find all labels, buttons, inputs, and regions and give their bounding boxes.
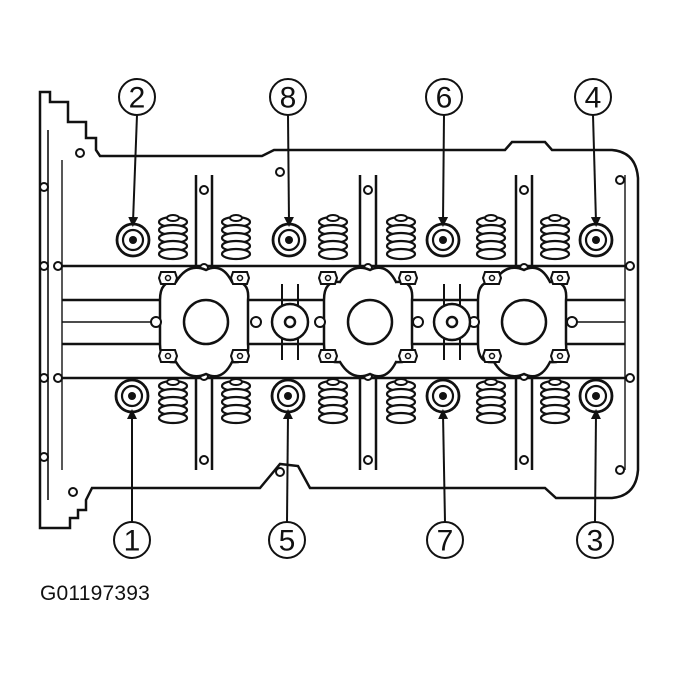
valve-spring [385,214,417,261]
valve-spring [157,378,189,425]
valve-spring [220,214,252,261]
valve-spring [475,214,507,261]
leader-arrow [438,114,449,227]
head-bolt [271,222,307,258]
valve-spring [317,214,349,261]
head-bolt [270,378,306,414]
head-bolt [425,378,461,414]
leader-arrow [590,114,601,227]
head-bolt [114,378,150,414]
callout-2: 2 [118,78,156,116]
callout-7-label: 7 [437,525,454,558]
valve-spring [157,214,189,261]
leader-arrow [438,409,449,523]
callout-leaders [127,114,601,523]
valve-spring [220,378,252,425]
figure-id: G01197393 [40,582,151,605]
callout-3: 3 [576,521,614,559]
valve-spring [317,378,349,425]
bearing-side-holes [150,316,578,328]
head-bolt [115,222,151,258]
callout-1: 1 [113,521,151,559]
side-holes [39,148,635,497]
cap-bolts [157,271,571,363]
callout-4: 4 [574,78,612,116]
leader-arrow [282,409,293,523]
callout-6-label: 6 [436,82,453,115]
head-bolt [578,378,614,414]
head-bolt [578,222,614,258]
head-bolt [425,222,461,258]
leader-arrow [283,114,294,227]
callouts-top: 2 8 6 4 [118,78,612,116]
callout-5: 5 [268,521,306,559]
callout-6: 6 [425,78,463,116]
head-outline [38,90,640,530]
callout-4-label: 4 [585,82,602,115]
leader-arrow [590,409,601,523]
callout-1-label: 1 [124,525,141,558]
callout-3-label: 3 [587,525,604,558]
plug-bosses [270,284,472,360]
valve-spring [385,378,417,425]
callout-8-label: 8 [280,82,297,115]
callouts-bottom: 1 5 7 3 [113,521,614,559]
leader-arrow [128,114,139,227]
valve-spring [539,214,571,261]
callout-8: 8 [269,78,307,116]
callout-5-label: 5 [279,525,296,558]
valve-springs [157,214,571,425]
cam-bearings [158,266,568,378]
valve-spring [539,378,571,425]
callout-7: 7 [426,521,464,559]
valve-spring [475,378,507,425]
callout-2-label: 2 [129,82,146,115]
